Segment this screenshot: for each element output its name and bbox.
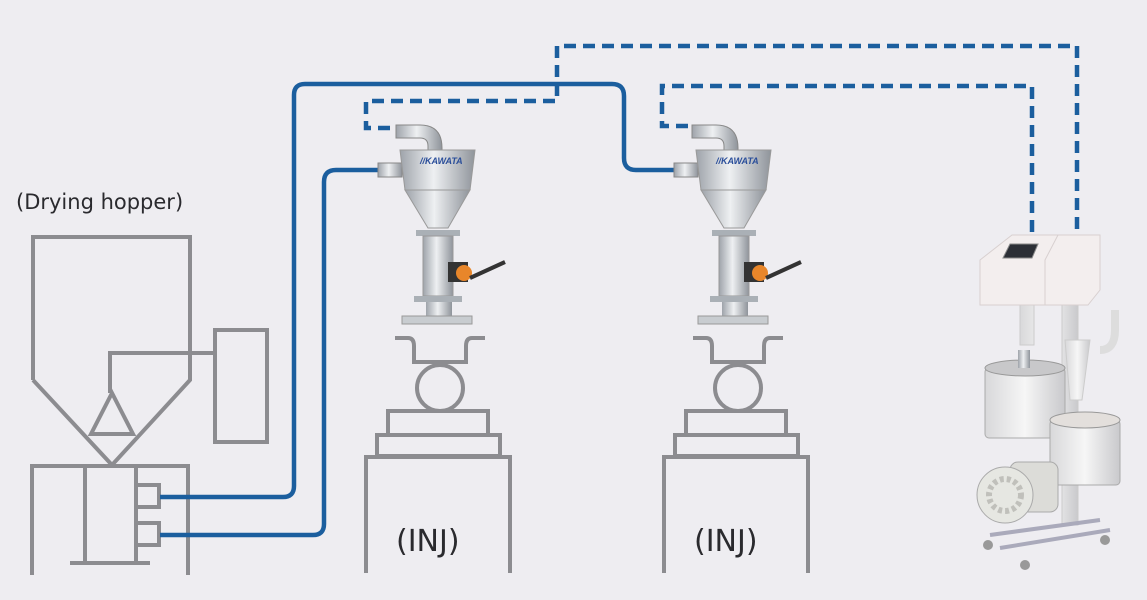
- cyclone: [1064, 339, 1091, 401]
- injection-machine-1-label: (INJ): [396, 524, 460, 559]
- dust-tank: [1049, 419, 1121, 486]
- hopper-port-2: [134, 521, 161, 547]
- touch-screen: [1002, 243, 1039, 259]
- vacuum-line-loader-1: [363, 43, 1080, 232]
- cart-frame: [989, 518, 1111, 550]
- central-vacuum-unit: [976, 234, 1121, 570]
- hopper-port-1: [134, 483, 161, 509]
- hopper-cone-valve: [87, 388, 137, 436]
- material-pipe-to-loader-1: [160, 167, 382, 538]
- kawata-logo: //KAWATA: [419, 156, 463, 166]
- drying-hopper: [30, 235, 269, 575]
- drying-hopper-label: (Drying hopper): [16, 190, 184, 214]
- loader-inlet: [377, 162, 403, 178]
- injection-machine-2: [662, 336, 810, 573]
- hopper-loader-2: [672, 123, 803, 326]
- hopper-loader-1: //KAWATA: [377, 124, 506, 325]
- loader-sensor: [456, 265, 472, 281]
- blower: [976, 466, 1034, 524]
- loader-elbow-pipe: [395, 124, 443, 153]
- loader-base: [401, 315, 473, 325]
- injection-machine-1: [364, 336, 512, 573]
- injection-machine-2-label: (INJ): [694, 524, 758, 559]
- dryer-unit-box: [213, 328, 269, 444]
- vacuum-line-loader-2: [659, 83, 1035, 232]
- control-box: [979, 234, 1101, 306]
- injection-throat: [395, 336, 485, 364]
- material-pipe-to-loader-2: [160, 81, 690, 500]
- injection-screw: [415, 363, 465, 413]
